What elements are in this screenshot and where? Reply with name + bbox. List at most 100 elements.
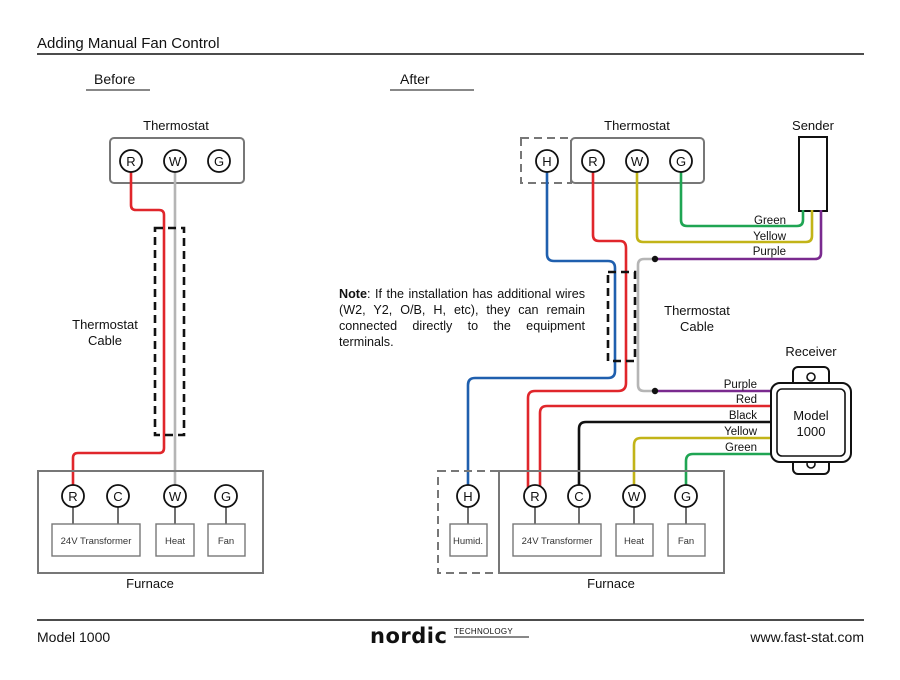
sender-label: Sender (792, 118, 835, 133)
receiver-wire-label-purple: Purple (724, 379, 757, 391)
footer-model: Model 1000 (37, 629, 110, 645)
before-furnace-terminal-w: W (163, 484, 187, 508)
svg-text:W: W (628, 489, 641, 504)
after-furnace-box (498, 470, 725, 574)
svg-text:C: C (574, 489, 583, 504)
sender-box (798, 136, 828, 212)
before-furnace-box (37, 470, 264, 574)
after-green-wire-receiver (684, 452, 776, 496)
after-red-wire-furnace (526, 365, 628, 496)
svg-text:G: G (221, 489, 231, 504)
after-cable-label-2: Cable (680, 319, 714, 334)
after-thermostat-terminal-r: R (581, 149, 605, 173)
svg-text:R: R (68, 489, 77, 504)
svg-text:G: G (681, 489, 691, 504)
sender-wire-label-yellow: Yellow (753, 231, 787, 243)
svg-text:R: R (126, 154, 135, 169)
before-red-wire (71, 161, 166, 496)
svg-text:TECHNOLOGY: TECHNOLOGY (454, 627, 513, 636)
receiver-wire-label-yellow: Yellow (724, 426, 758, 438)
after-thermostat-label: Thermostat (604, 118, 670, 133)
after-red-wire-receiver (538, 404, 776, 496)
nordic-technology-logo: nordic TECHNOLOGY (370, 624, 529, 648)
after-thermostat-terminal-h: H (535, 149, 559, 173)
after-cable-label-1: Thermostat (664, 303, 730, 318)
before-fan-label: Fan (218, 536, 234, 547)
before-heat-box (155, 523, 195, 557)
before-thermostat-label: Thermostat (143, 118, 209, 133)
after-furnace-terminal-w: W (622, 484, 646, 508)
svg-text:nordic: nordic (370, 624, 447, 648)
after-fan-box (667, 523, 706, 557)
footer-url[interactable]: www.fast-stat.com (749, 629, 864, 645)
before-thermostat-box (109, 137, 245, 184)
svg-text:W: W (169, 154, 182, 169)
receiver-wire-label-red: Red (736, 394, 757, 406)
before-thermostat-terminal-r: R (119, 149, 143, 173)
before-furnace-terminal-c: C (106, 484, 130, 508)
svg-text:R: R (530, 489, 539, 504)
after-gray-wire (636, 257, 655, 393)
sender-wire-label-purple: Purple (753, 246, 786, 258)
svg-text:W: W (631, 154, 644, 169)
splice-dot-bottom (651, 387, 659, 395)
after-thermostat-terminal-g: G (669, 149, 693, 173)
after-red-wire-thermostat (591, 161, 628, 268)
page-title: Adding Manual Fan Control (37, 35, 220, 52)
after-diagram: Thermostat Sender Green Yellow Purple Th… (437, 118, 852, 591)
after-thermostat-cable (606, 270, 637, 363)
after-transformer-label: 24V Transformer (522, 536, 593, 547)
receiver-device (770, 366, 852, 475)
note-text: : If the installation has additional wir… (339, 287, 585, 349)
before-cable-label-2: Cable (88, 333, 122, 348)
before-cable-label-1: Thermostat (72, 317, 138, 332)
before-thermostat-terminal-g: G (207, 149, 231, 173)
after-thermostat-terminal-w: W (625, 149, 649, 173)
after-heat-label: Heat (624, 536, 644, 547)
after-heat-box (615, 523, 654, 557)
before-fan-box (207, 523, 246, 557)
after-humid-box (449, 523, 488, 557)
after-transformer-box (512, 523, 602, 557)
after-fan-label: Fan (678, 536, 694, 547)
before-furnace-label: Furnace (126, 576, 174, 591)
after-yellow-wire-thermostat (635, 161, 814, 244)
splice-dot-top (651, 255, 659, 263)
after-furnace-terminal-h: H (456, 484, 480, 508)
svg-text:G: G (214, 154, 224, 169)
svg-text:R: R (588, 154, 597, 169)
after-humid-label: Humid. (453, 536, 483, 547)
receiver-wire-label-black: Black (729, 410, 757, 422)
before-diagram: Thermostat Thermostat Cable R W G R (37, 118, 264, 591)
receiver-model-line1: Model (793, 408, 829, 423)
installation-note: Note: If the installation has additional… (339, 286, 585, 350)
after-heading: After (400, 71, 430, 87)
before-heat-label: Heat (165, 536, 185, 547)
svg-text:G: G (676, 154, 686, 169)
svg-text:H: H (542, 154, 551, 169)
svg-text:H: H (463, 489, 472, 504)
after-black-wire (577, 420, 776, 496)
after-furnace-terminal-g: G (674, 484, 698, 508)
receiver-label: Receiver (785, 344, 837, 359)
before-furnace-terminal-g: G (214, 484, 238, 508)
before-transformer-box (51, 523, 141, 557)
before-thermostat-cable (153, 226, 186, 437)
note-bold-label: Note (339, 287, 367, 301)
sender-wire-label-green: Green (754, 215, 786, 227)
before-furnace-terminal-r: R (61, 484, 85, 508)
before-thermostat-terminal-w: W (163, 149, 187, 173)
after-green-wire-thermostat (679, 161, 805, 228)
after-furnace-terminal-c: C (567, 484, 591, 508)
before-heading: Before (94, 71, 135, 87)
receiver-wire-label-green: Green (725, 442, 757, 454)
after-purple-wire-sender (655, 210, 823, 261)
after-yellow-wire-receiver (632, 436, 776, 496)
receiver-model-line2: 1000 (797, 424, 826, 439)
after-furnace-terminal-r: R (523, 484, 547, 508)
after-furnace-label: Furnace (587, 576, 635, 591)
before-transformer-label: 24V Transformer (61, 536, 132, 547)
svg-text:W: W (169, 489, 182, 504)
svg-text:C: C (113, 489, 122, 504)
after-blue-wire (466, 161, 617, 496)
